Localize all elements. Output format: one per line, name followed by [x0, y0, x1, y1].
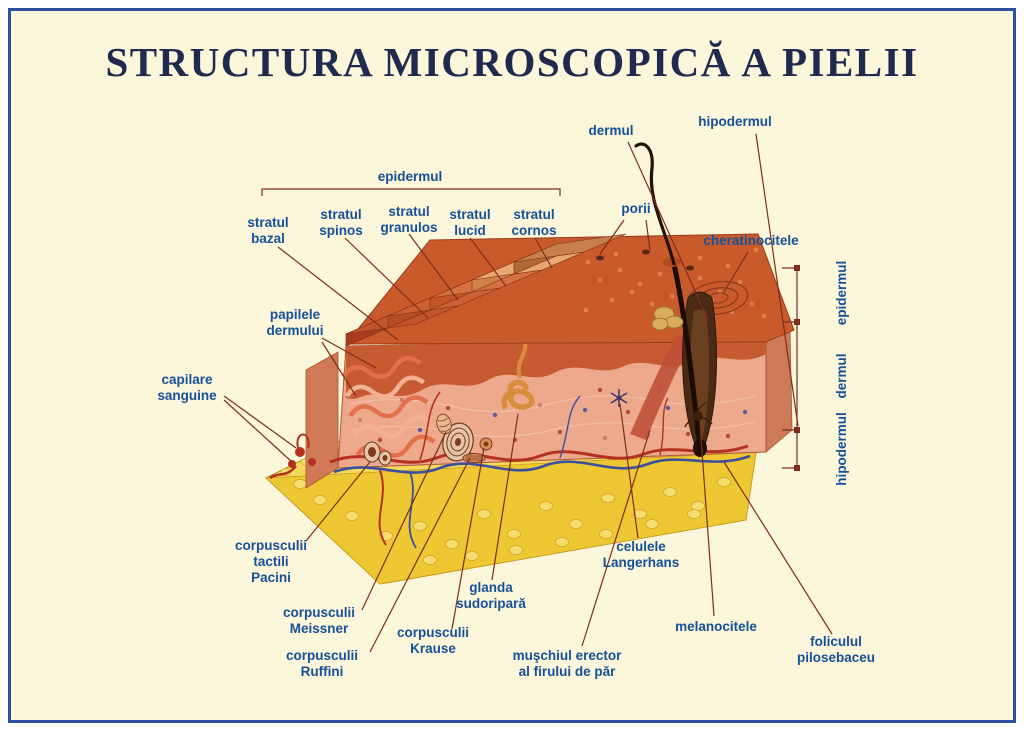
label-capilare-sanguine: capilare sanguine — [157, 372, 217, 403]
epidermis-cross-section — [346, 338, 766, 399]
tactile-corpuscles — [363, 441, 392, 466]
leader-glanda — [491, 413, 519, 581]
label-foliculul-pilosebaceu: foliculul pilosebaceu — [796, 634, 876, 665]
label-stratul-cornos: stratul cornos — [511, 207, 557, 238]
label-cheratinocitele: cheratinocitele — [703, 233, 799, 249]
capillary-knot — [269, 433, 316, 480]
block-left-face — [305, 351, 339, 489]
block-right-face — [765, 329, 793, 453]
leader-muschi — [581, 429, 651, 647]
label-celulele-langerhans: celulele Langerhans — [602, 539, 680, 570]
leader-capilare-2 — [223, 399, 293, 463]
label-hipodermul-side: hipodermul — [834, 412, 850, 486]
label-papilele-dermului: papilele dermului — [266, 307, 324, 338]
leader-stratul-bazal — [277, 246, 399, 341]
leader-langerhans — [619, 403, 639, 539]
label-corpusculii-meissner: corpusculii Meissner — [282, 605, 356, 636]
leader-dermul — [627, 141, 709, 321]
leader-melanocite — [699, 423, 715, 617]
label-glanda-sudoripara: glanda sudoripară — [456, 580, 526, 611]
leader-stratul-lucid — [469, 237, 507, 287]
leader-papilele-1 — [321, 337, 377, 369]
leader-porii-right — [645, 219, 651, 251]
label-melanocitele: melanocitele — [675, 619, 757, 635]
label-stratul-spinos: stratul spinos — [319, 207, 363, 238]
label-corpusculii-pacini: corpusculii tactili Pacini — [234, 538, 308, 585]
label-hipodermul-top: hipodermul — [698, 114, 772, 130]
sebaceous-gland — [651, 306, 684, 331]
label-corpusculii-ruffini: corpusculii Ruffini — [285, 648, 359, 679]
erector-muscle — [630, 334, 692, 440]
collagen-fibers — [349, 395, 756, 438]
fat-lobules — [280, 458, 731, 565]
blood-vessels — [269, 391, 751, 549]
meissner-corpuscle — [436, 413, 452, 435]
leader-epidermul-bracket — [261, 188, 561, 196]
page-title: STRUCTURA MICROSCOPICĂ A PIELII — [105, 39, 919, 85]
pacinian-corpuscle — [442, 422, 474, 462]
leader-hipodermul-top — [755, 133, 799, 427]
label-stratul-granulos: stratul granulos — [380, 204, 438, 235]
hair-shaft-external — [634, 142, 676, 266]
label-muschiul-erector: muşchiul erector al firului de păr — [512, 648, 622, 679]
leader-lines — [223, 133, 833, 653]
leader-papilele-2 — [321, 341, 357, 397]
leader-meissner — [361, 431, 447, 611]
leader-ruffini — [369, 457, 471, 653]
melanocyte-cell — [684, 402, 713, 428]
label-epidermul-side: epidermul — [834, 260, 850, 326]
label-porii: porii — [621, 201, 651, 217]
leader-porii-left — [599, 219, 625, 255]
leader-capilare-1 — [223, 395, 297, 449]
leader-pacini — [305, 461, 371, 542]
layer-bracket — [782, 265, 800, 471]
pores — [596, 249, 694, 271]
label-stratul-bazal: stratul bazal — [247, 215, 289, 246]
hair-shaft — [671, 261, 703, 451]
label-dermul-side: dermul — [834, 353, 850, 399]
leader-krause — [451, 447, 485, 630]
leader-folicul — [723, 461, 833, 635]
hypodermis-layer — [265, 429, 794, 585]
leader-cheratinocitele — [723, 251, 749, 293]
langerhans-cell — [610, 389, 628, 407]
leader-stratul-cornos — [534, 237, 553, 269]
leader-stratul-spinos — [344, 237, 429, 319]
label-dermul: dermul — [588, 123, 634, 139]
leader-stratul-granulos — [408, 233, 459, 301]
label-corpusculii-krause: corpusculii Krause — [396, 625, 470, 656]
label-stratul-lucid: stratul lucid — [449, 207, 491, 238]
label-epidermul-bracket: epidermul — [377, 169, 443, 185]
krause-corpuscle — [479, 437, 493, 451]
